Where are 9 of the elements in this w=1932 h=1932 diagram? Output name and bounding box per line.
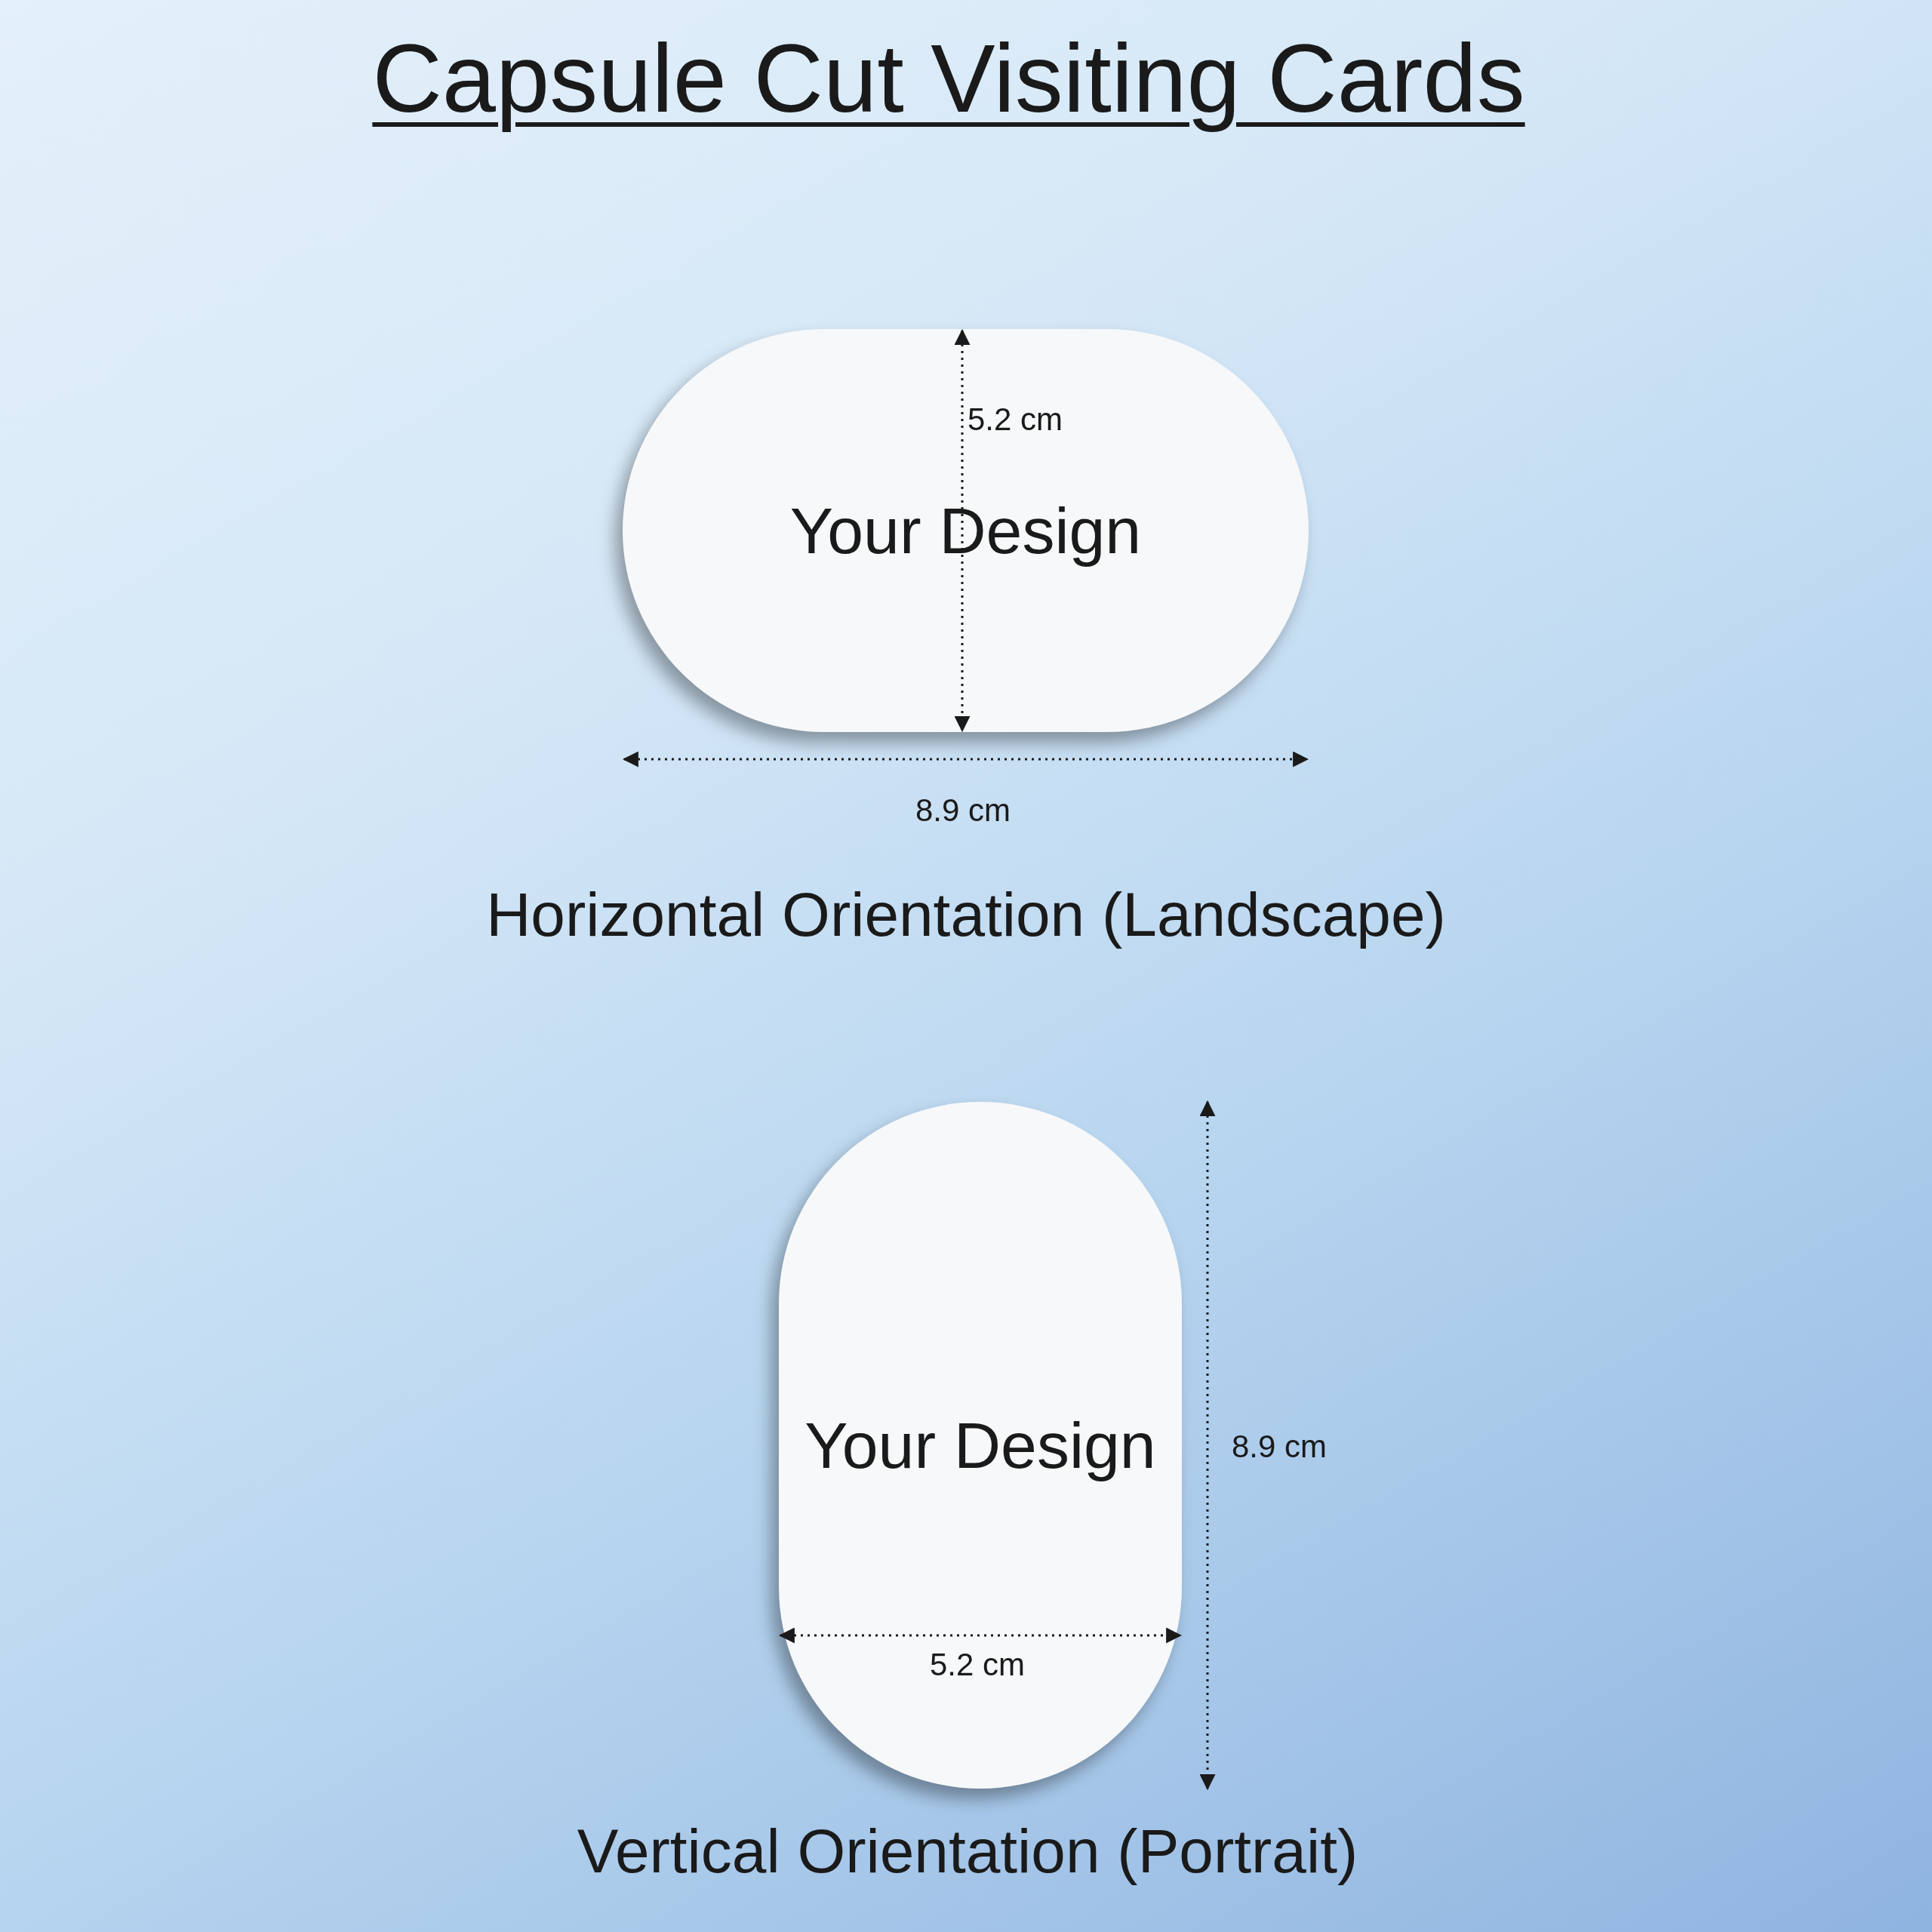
card-text: Your Design xyxy=(804,1407,1156,1483)
node-label: Vertical Orientation (Portrait) xyxy=(577,1816,1358,1887)
title: Capsule Cut Visiting Cards xyxy=(372,23,1525,134)
dimension-label: 8.9 cm xyxy=(915,792,1011,829)
dimension-label: 5.2 cm xyxy=(930,1647,1026,1683)
dimension-label: 8.9 cm xyxy=(1232,1429,1327,1465)
dimension-label: 5.2 cm xyxy=(968,401,1063,438)
card-text: Your Design xyxy=(789,493,1142,568)
node-label: Horizontal Orientation (Landscape) xyxy=(486,879,1446,950)
